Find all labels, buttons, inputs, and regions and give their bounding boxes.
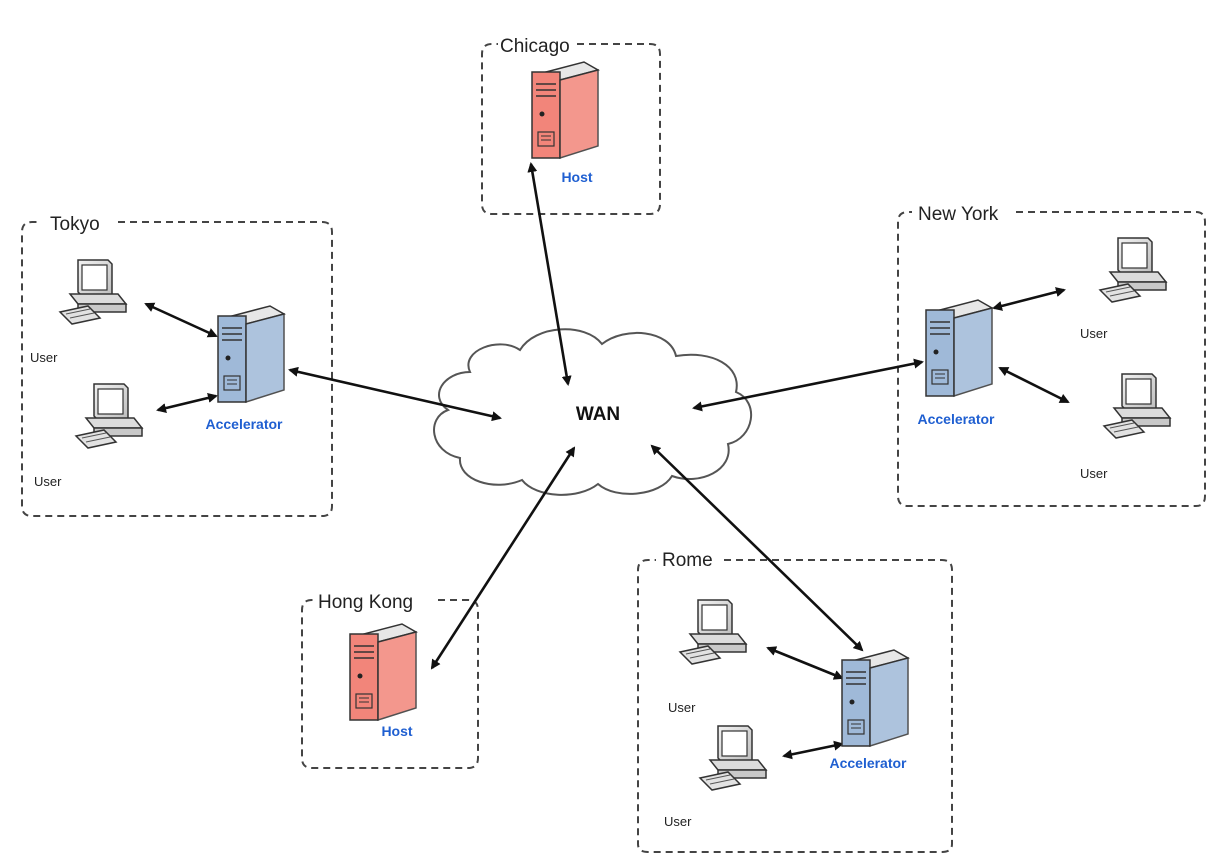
user-label: User	[1080, 326, 1108, 341]
site-tokyo: Tokyo	[21, 214, 333, 517]
link-tokyo-user1	[144, 302, 218, 338]
tokyo-user-1[interactable]: User	[30, 259, 127, 365]
new-york-user-2[interactable]: User	[1080, 373, 1171, 481]
server-icon	[217, 305, 285, 403]
server-icon	[531, 61, 599, 159]
rome-user-2[interactable]: User	[664, 725, 767, 829]
site-label-new-york: New York	[918, 204, 999, 225]
rome-accelerator[interactable]: Accelerator	[829, 649, 909, 771]
desktop-computer-icon	[75, 383, 143, 449]
user-label: User	[668, 700, 696, 715]
link-wan-rome	[650, 444, 864, 652]
site-label-rome: Rome	[662, 550, 713, 571]
site-label-tokyo: Tokyo	[50, 214, 100, 235]
desktop-computer-icon	[679, 599, 747, 665]
desktop-computer-icon	[1099, 237, 1167, 303]
chicago-host[interactable]: Host	[531, 61, 599, 185]
site-chicago: Chicago	[481, 36, 661, 215]
user-label: User	[30, 350, 58, 365]
desktop-computer-icon	[59, 259, 127, 325]
rome-user-1[interactable]: User	[668, 599, 747, 715]
site-new-york: New York	[897, 204, 1206, 507]
link-rome-user2	[782, 740, 844, 760]
link-newyork-user2	[998, 366, 1070, 404]
link-wan-new-york	[692, 358, 924, 412]
site-label-hong-kong: Hong Kong	[318, 592, 413, 613]
link-newyork-user1	[992, 287, 1066, 311]
hong-kong-host[interactable]: Host	[349, 623, 417, 739]
wan-cloud: WAN	[433, 328, 753, 496]
new-york-user-1[interactable]: User	[1080, 237, 1167, 341]
link-tokyo-user2	[156, 393, 218, 413]
host-label: Host	[381, 723, 412, 739]
desktop-computer-icon	[699, 725, 767, 791]
link-wan-chicago	[527, 162, 572, 386]
user-label: User	[1080, 466, 1108, 481]
server-icon	[349, 623, 417, 721]
user-label: User	[34, 474, 62, 489]
wan-label: WAN	[576, 404, 620, 425]
accelerator-label: Accelerator	[205, 416, 283, 432]
user-label: User	[664, 814, 692, 829]
link-wan-tokyo	[288, 366, 502, 422]
accelerator-label: Accelerator	[917, 411, 995, 427]
host-label: Host	[561, 169, 592, 185]
tokyo-accelerator[interactable]: Accelerator	[205, 305, 285, 432]
desktop-computer-icon	[1103, 373, 1171, 439]
new-york-accelerator[interactable]: Accelerator	[917, 299, 995, 427]
server-icon	[925, 299, 993, 397]
link-wan-hong-kong	[430, 446, 576, 670]
site-label-chicago: Chicago	[500, 36, 570, 57]
accelerator-label: Accelerator	[829, 755, 907, 771]
server-icon	[841, 649, 909, 747]
tokyo-user-2[interactable]: User	[34, 383, 143, 489]
link-rome-user1	[766, 646, 844, 680]
